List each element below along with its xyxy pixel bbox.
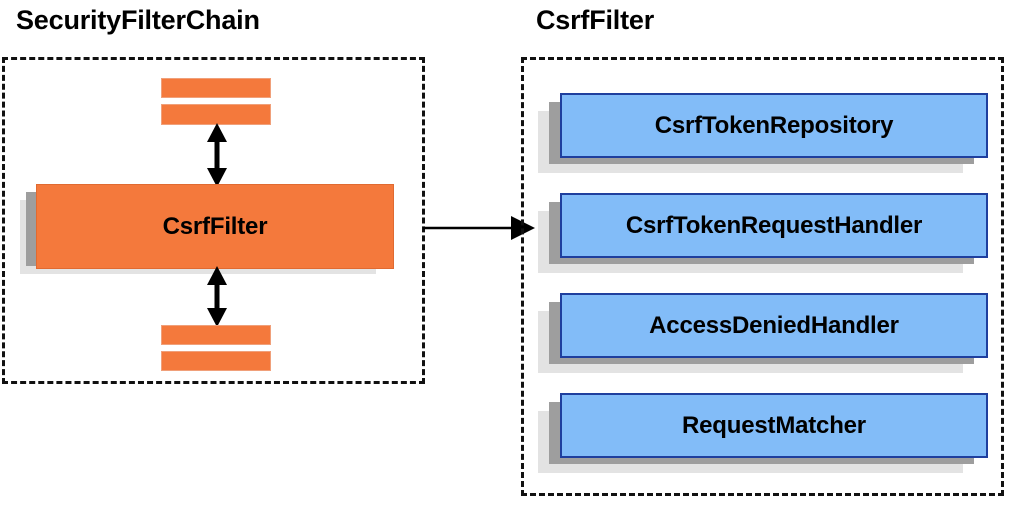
arrow-down-icon bbox=[207, 266, 227, 327]
csrf-token-repository-label: CsrfTokenRepository bbox=[654, 111, 894, 139]
csrf-filter-label: CsrfFilter bbox=[162, 212, 268, 240]
csrf-token-request-handler-face[interactable]: CsrfTokenRequestHandler bbox=[560, 193, 988, 258]
request-matcher-box[interactable]: RequestMatcher bbox=[538, 393, 990, 491]
csrf-token-request-handler-label: CsrfTokenRequestHandler bbox=[625, 211, 923, 239]
panel-csrf-filter bbox=[521, 57, 1004, 496]
arrow-expand-icon bbox=[423, 216, 535, 240]
csrf-filter-face[interactable]: CsrfFilter bbox=[36, 184, 394, 269]
csrf-token-repository-box[interactable]: CsrfTokenRepository bbox=[538, 93, 990, 191]
csrf-filter-box[interactable]: CsrfFilter bbox=[20, 184, 400, 294]
panel-title-security-filter-chain: SecurityFilterChain bbox=[16, 5, 260, 35]
arrow-up-icon bbox=[207, 123, 227, 187]
filter-bar-top-2 bbox=[161, 104, 271, 125]
filter-bar-bottom-2 bbox=[161, 351, 271, 371]
access-denied-handler-label: AccessDeniedHandler bbox=[649, 311, 899, 339]
filter-bar-top-1 bbox=[161, 78, 271, 98]
request-matcher-label: RequestMatcher bbox=[682, 411, 866, 439]
csrf-token-repository-face[interactable]: CsrfTokenRepository bbox=[560, 93, 988, 158]
request-matcher-face[interactable]: RequestMatcher bbox=[560, 393, 988, 458]
access-denied-handler-face[interactable]: AccessDeniedHandler bbox=[560, 293, 988, 358]
filter-bar-bottom-1 bbox=[161, 325, 271, 345]
csrf-token-request-handler-box[interactable]: CsrfTokenRequestHandler bbox=[538, 193, 990, 291]
access-denied-handler-box[interactable]: AccessDeniedHandler bbox=[538, 293, 990, 391]
panel-security-filter-chain bbox=[2, 57, 425, 384]
panel-title-csrf-filter: CsrfFilter bbox=[536, 5, 655, 35]
